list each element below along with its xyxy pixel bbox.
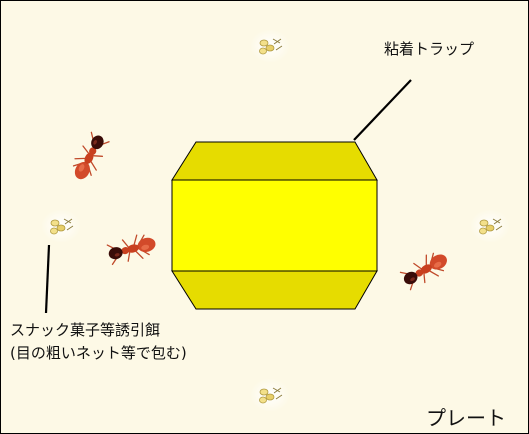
- bait-icon-right: [469, 208, 511, 244]
- bait-icon-top: [249, 28, 291, 64]
- bait-icon-left: [40, 208, 82, 244]
- bait-label-line2: (目の粗いネット等で包む): [10, 344, 187, 362]
- trap-leader-line: [353, 79, 412, 141]
- plate-label: プレート: [426, 406, 506, 430]
- bait-icon-bottom: [249, 377, 291, 413]
- bait-label-line1: スナック菓子等誘引餌: [10, 321, 161, 339]
- bait-leader-line: [44, 244, 51, 314]
- sticky-trap: [171, 141, 378, 310]
- trap-label: 粘着トラップ: [384, 40, 475, 58]
